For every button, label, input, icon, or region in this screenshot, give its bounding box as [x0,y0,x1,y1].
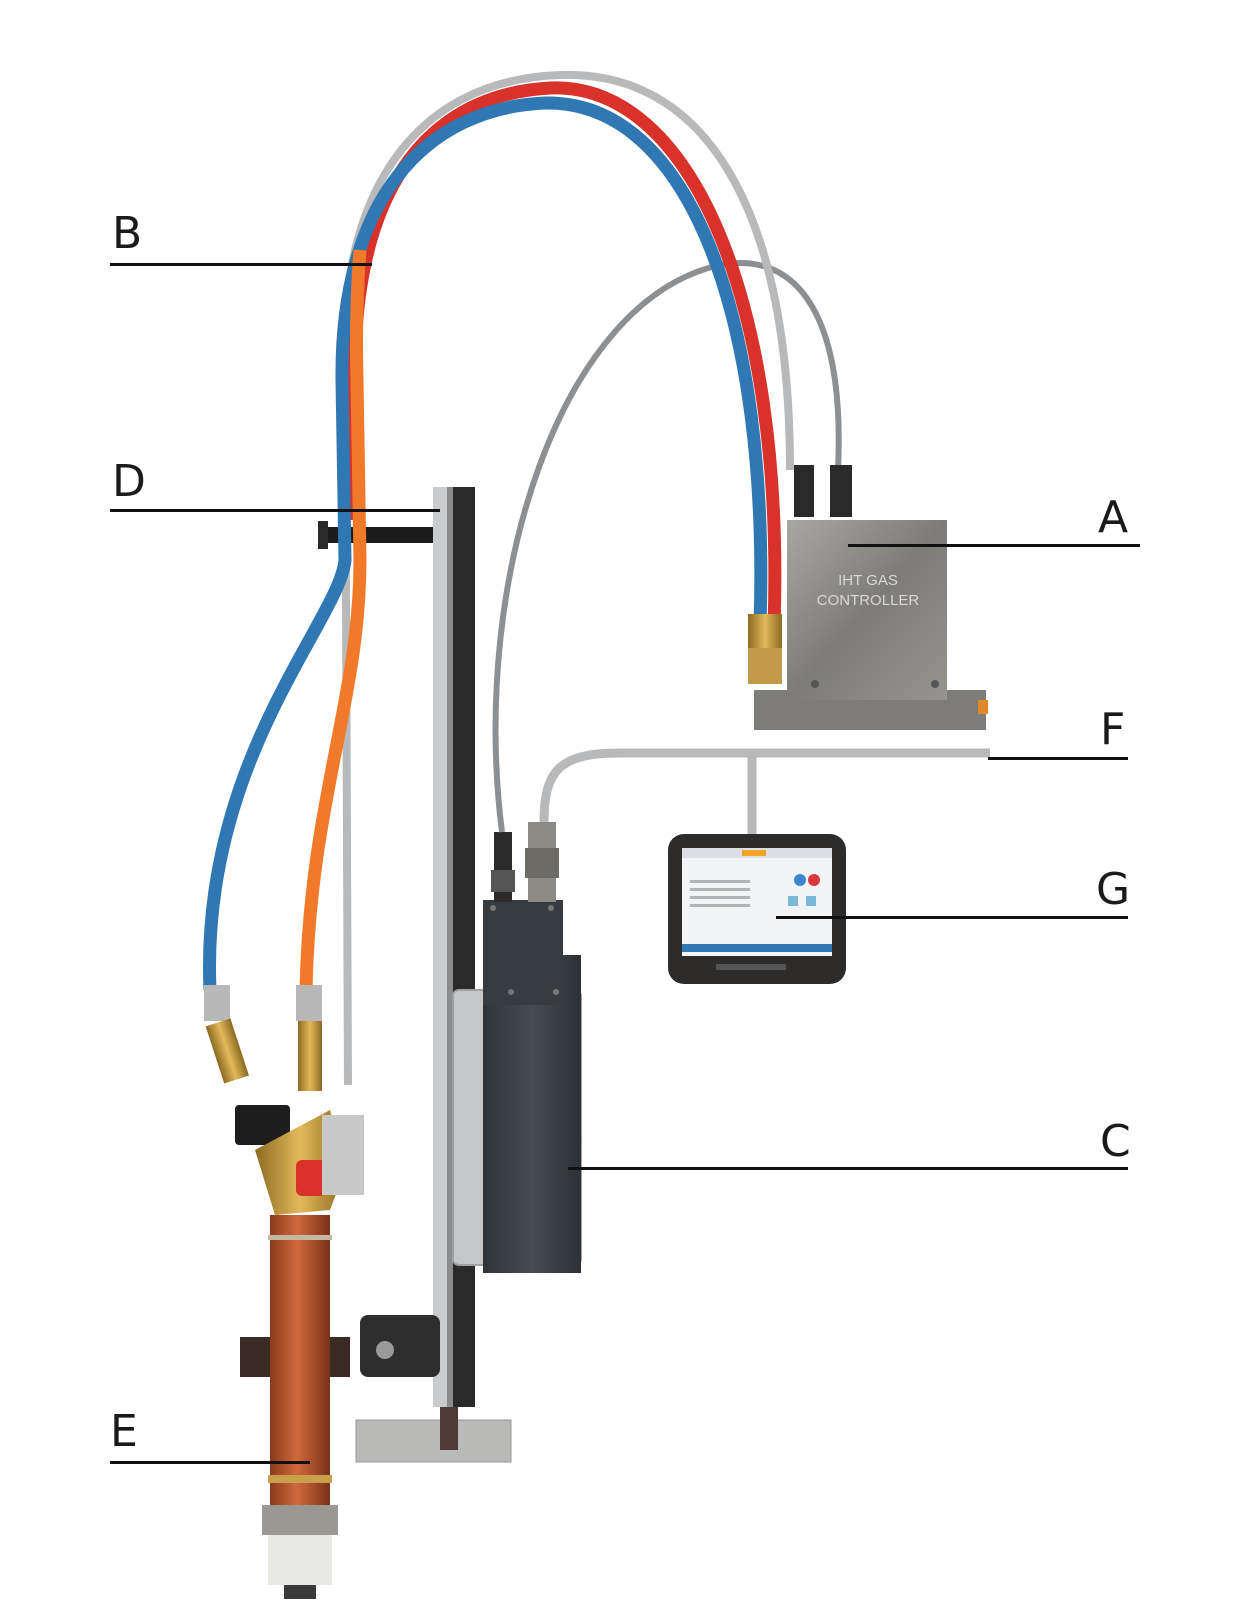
hose-red [343,81,782,627]
torch-body [270,1215,330,1515]
torch-nozzle [262,1505,338,1535]
gas-controller [787,520,947,700]
base-plate [355,1419,512,1463]
callout-line-d [110,509,440,512]
fitting-orange [296,985,322,1021]
callout-label-g: G [1096,864,1131,915]
hose-orange [299,249,367,991]
cable-grey-to-c [492,260,842,833]
callout-line-a [848,544,1140,547]
gas-controller-text-1: IHT GAS [838,572,898,589]
callout-label-b: B [112,208,143,259]
callout-line-f [988,757,1128,760]
cable-f [539,748,990,823]
callout-line-b [110,263,372,266]
gas-controller-text-2: CONTROLLER [817,592,920,609]
drive-housing-top [483,900,563,1005]
callout-line-c [568,1167,1128,1170]
callout-line-e [110,1461,310,1464]
callout-line-g [776,916,1128,919]
fitting-blue [204,985,230,1021]
hose-blue-upper [203,96,768,991]
callout-label-c: C [1100,1116,1131,1167]
callout-label-a: A [1098,492,1129,543]
solenoid [235,1105,290,1145]
hose-clamp-bracket [325,527,433,543]
callout-label-f: F [1100,704,1126,755]
callout-label-d: D [112,456,146,507]
callout-label-e: E [110,1406,138,1457]
motor-block [360,1315,440,1377]
drive-housing [483,955,581,1273]
